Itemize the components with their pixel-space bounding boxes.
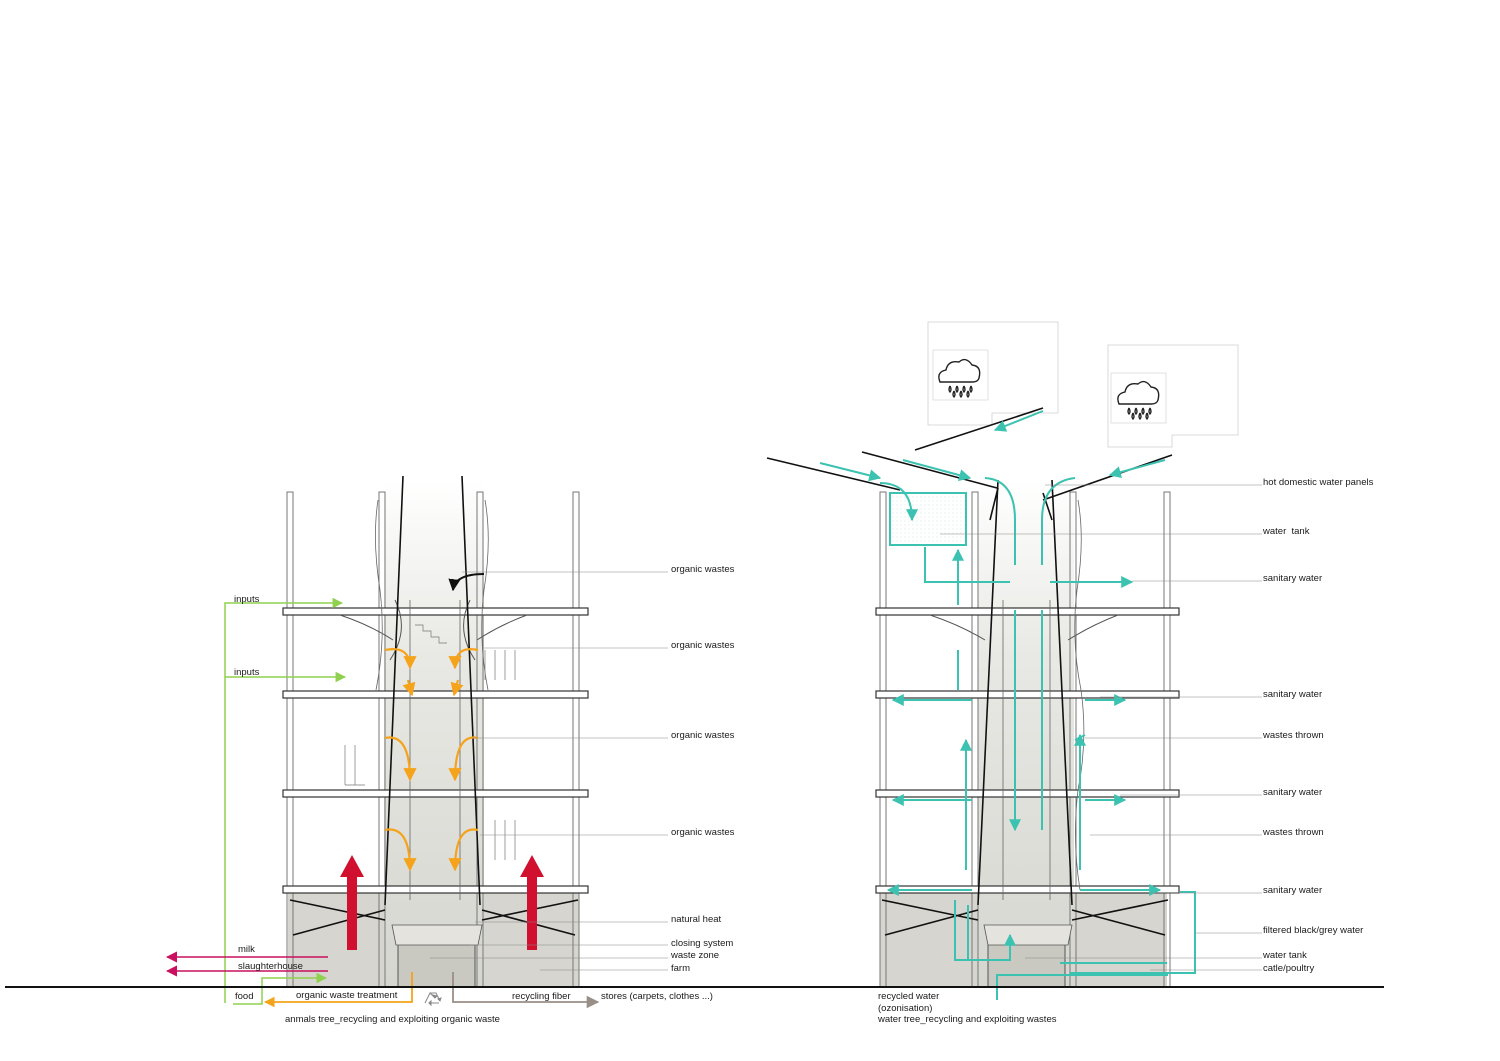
label-hot-domestic-water-panels: hot domestic water panels	[1263, 477, 1374, 488]
label-wastes-thrown: wastes thrown	[1262, 827, 1324, 838]
label-organic-wastes: organic wastes	[671, 730, 735, 741]
label-organic-wastes: organic wastes	[671, 640, 735, 651]
label-filtered-water: filtered black/grey water	[1263, 925, 1363, 936]
caption-water-tree: water tree_recycling and exploiting wast…	[877, 1014, 1057, 1025]
label-food: food	[235, 991, 254, 1002]
right-water-tank-box	[987, 939, 1066, 988]
left-leaders	[430, 571, 668, 971]
label-farm: farm	[671, 963, 690, 974]
organic-waste-treatment-arrow	[263, 972, 413, 1008]
right-labels: hot domestic water panels water tank san…	[877, 477, 1374, 1025]
left-waste-zone-box	[397, 939, 476, 988]
water-flow	[819, 410, 1196, 1000]
label-inputs: inputs	[234, 667, 260, 678]
label-milk: milk	[238, 944, 255, 955]
label-sanitary-water: sanitary water	[1263, 885, 1322, 896]
label-stores: stores (carpets, clothes ...)	[601, 991, 713, 1002]
label-organic-wastes: organic wastes	[671, 564, 735, 575]
label-waste-zone: waste zone	[670, 950, 719, 961]
left-building	[282, 475, 589, 988]
left-labels: organic wastes organic wastes organic wa…	[234, 564, 735, 1025]
label-organic-waste-treatment: organic waste treatment	[296, 990, 398, 1001]
right-leaders	[940, 484, 1262, 971]
label-slaughterhouse: slaughterhouse	[238, 961, 303, 972]
rain-cloud-icon	[1117, 380, 1160, 420]
label-inputs: inputs	[234, 594, 260, 605]
recycle-icon	[424, 992, 442, 1007]
label-water-tank: water tank	[1262, 526, 1310, 537]
inputs-flow	[224, 597, 347, 1005]
label-organic-wastes: organic wastes	[671, 827, 735, 838]
label-wastes-thrown: wastes thrown	[1262, 730, 1324, 741]
right-building	[875, 479, 1180, 988]
left-core	[384, 480, 484, 987]
caption-animals-tree: anmals tree_recycling and exploiting org…	[285, 1014, 500, 1025]
recycling-fiber-arrow	[452, 972, 600, 1009]
label-recycled-water: recycled water	[878, 991, 939, 1002]
label-ozonisation: (ozonisation)	[878, 1003, 932, 1014]
label-sanitary-water: sanitary water	[1263, 787, 1322, 798]
label-catle-poultry: catle/poultry	[1263, 963, 1314, 974]
exports-flow	[165, 951, 328, 977]
label-natural-heat: natural heat	[671, 914, 722, 925]
label-sanitary-water: sanitary water	[1263, 573, 1322, 584]
collector-panels	[766, 407, 1173, 521]
rain-panels	[927, 321, 1239, 448]
label-sanitary-water: sanitary water	[1263, 689, 1322, 700]
label-water-tank-bottom: water tank	[1262, 950, 1307, 961]
label-closing-system: closing system	[671, 938, 733, 949]
label-recycling-fiber: recycling fiber	[512, 991, 571, 1002]
right-core	[978, 480, 1074, 987]
top-water-tank	[889, 492, 967, 546]
rain-cloud-icon	[938, 358, 981, 398]
